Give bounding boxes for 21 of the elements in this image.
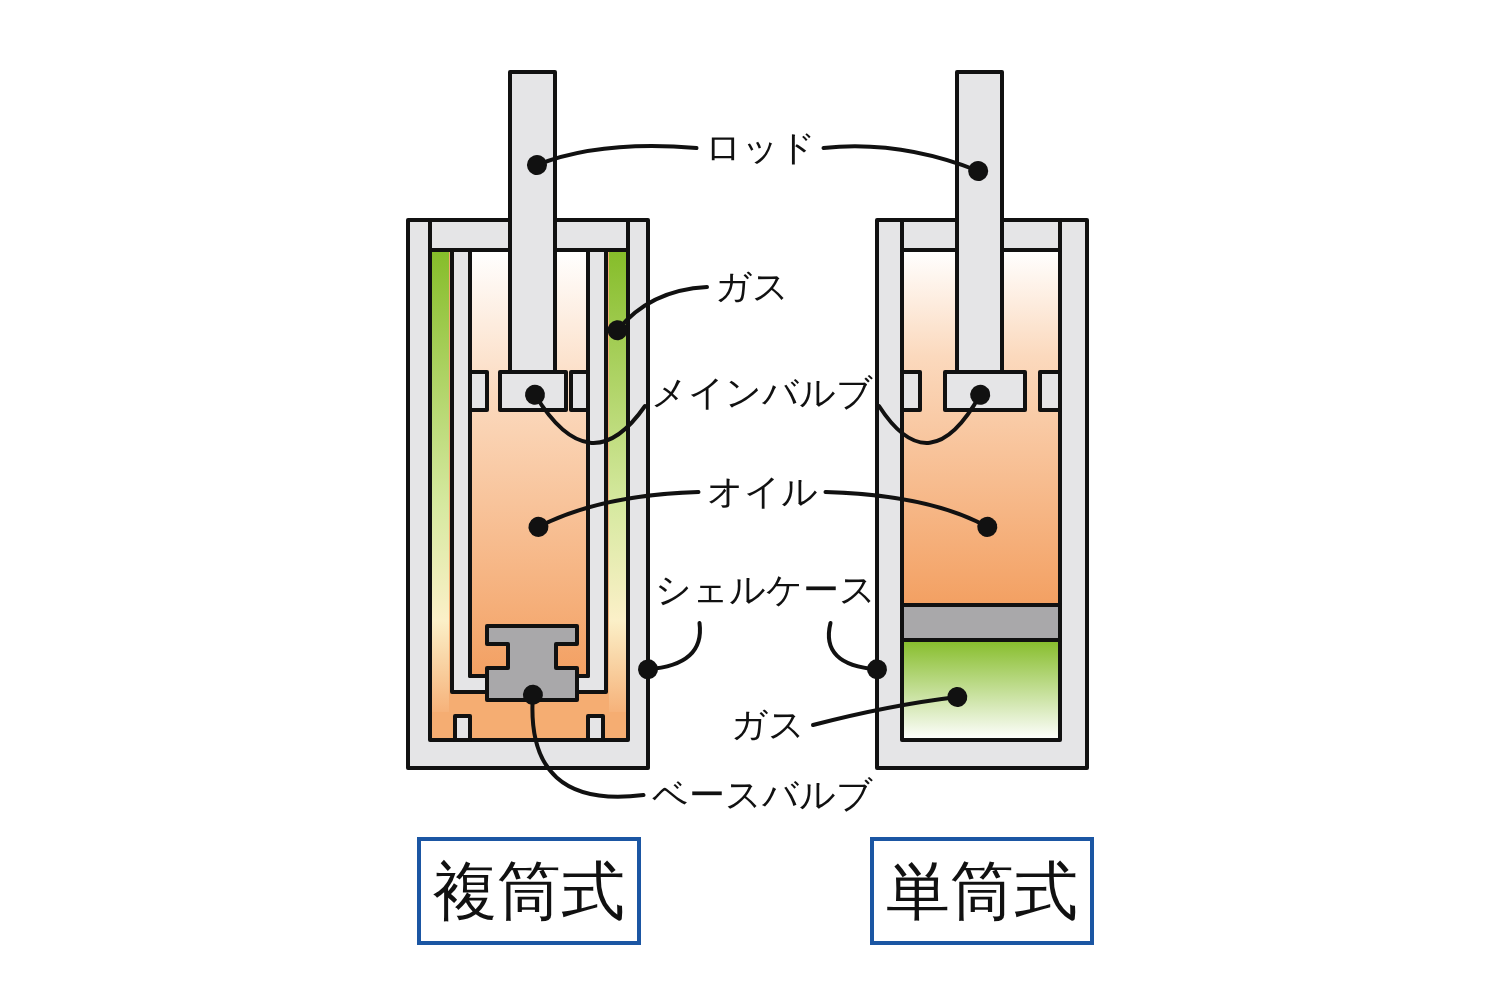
part-label: ガス [731, 704, 805, 746]
gas-chamber [609, 252, 626, 712]
gas-chamber [900, 638, 1062, 742]
leader-line [821, 144, 989, 181]
leader-line [528, 490, 701, 537]
type-label-box: 単筒式 [870, 837, 1094, 945]
leader-line [522, 684, 646, 799]
part-label: ロッド [704, 127, 816, 169]
part-label: ガス [715, 266, 789, 308]
leader-line [811, 687, 968, 727]
part-label: シェルケース [654, 569, 876, 611]
piston-valve [943, 370, 1027, 412]
leader-line [823, 490, 998, 537]
part-label: オイル [706, 471, 818, 513]
leader-line [638, 621, 702, 680]
type-label-box: 複筒式 [417, 837, 641, 945]
part-label: ベースバルブ [651, 774, 873, 816]
leader-line [607, 285, 709, 341]
leader-line [826, 621, 887, 680]
part-label: メインバルブ [651, 372, 873, 414]
leader-line [527, 144, 699, 175]
